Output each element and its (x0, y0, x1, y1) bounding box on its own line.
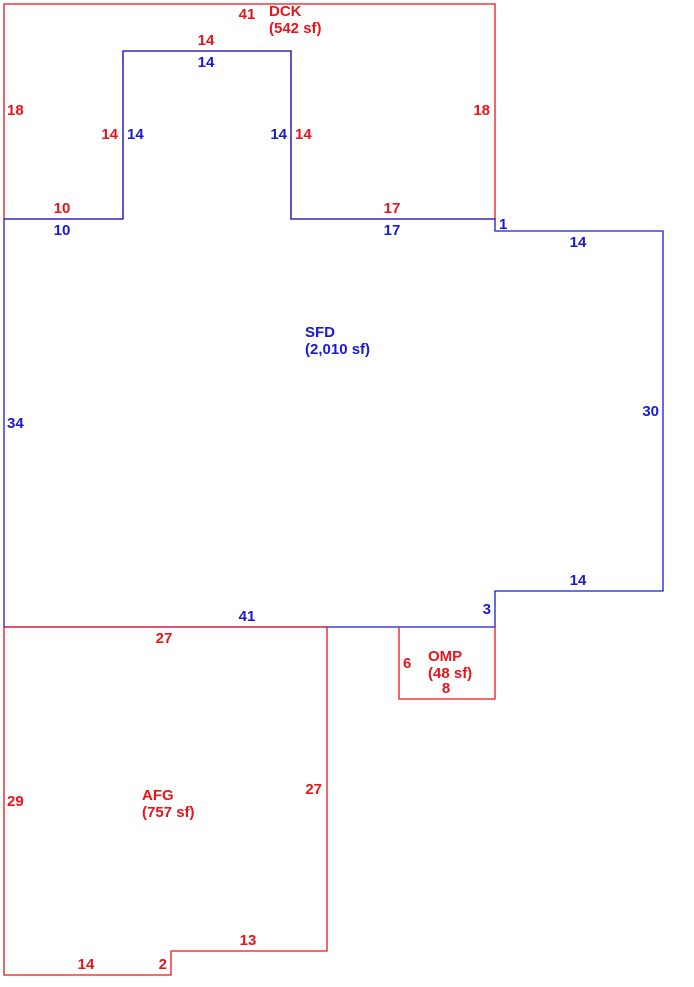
afg-right-dimension: 27 (305, 781, 322, 798)
sfd-step-bottom-dimension: 3 (483, 601, 491, 618)
dck-notch-right-dimension: 14 (295, 126, 312, 143)
dck-notch-top-dimension: 14 (198, 32, 215, 49)
sfd-bump-bottom-dimension: 14 (570, 572, 587, 589)
afg-area-size: (757 sf) (142, 804, 195, 821)
omp-area-size: (48 sf) (428, 665, 472, 682)
sfd-bottom-dimension: 41 (239, 608, 256, 625)
dck-bottom-right-dimension: 17 (384, 200, 401, 217)
afg-step-dimension: 2 (159, 956, 167, 973)
sfd-right-dimension: 30 (642, 403, 659, 420)
omp-area-name: OMP (428, 648, 462, 665)
afg-left-dimension: 29 (7, 793, 24, 810)
sfd-top-left-dimension: 10 (54, 222, 71, 239)
sfd-step-top-dimension: 1 (499, 216, 507, 233)
sfd-notch-top-dimension: 14 (198, 54, 215, 71)
dck-bottom-left-dimension: 10 (54, 200, 71, 217)
sfd-left-dimension: 34 (7, 415, 24, 432)
dck-area-name: DCK (269, 3, 302, 20)
sfd-area-name: SFD (305, 324, 335, 341)
afg-outline (3, 626, 328, 976)
sfd-notch-left-dimension: 14 (127, 126, 144, 143)
omp-bottom-dimension: 8 (442, 680, 450, 697)
omp-outline (398, 627, 496, 700)
dck-right-dimension: 18 (473, 102, 490, 119)
dck-notch-left-dimension: 14 (101, 126, 118, 143)
afg-bottom-left-dimension: 14 (78, 956, 95, 973)
afg-top-dimension: 27 (156, 630, 173, 647)
dck-left-dimension: 18 (7, 102, 24, 119)
afg-area-name: AFG (142, 787, 174, 804)
sfd-top-right-dimension: 17 (384, 222, 401, 239)
afg-bottom-right-dimension: 13 (240, 932, 257, 949)
dck-area-size: (542 sf) (269, 20, 322, 37)
omp-left-dimension: 6 (403, 655, 411, 672)
dck-top-dimension: 41 (239, 6, 256, 23)
dck-outline (3, 3, 496, 220)
sfd-bump-top-dimension: 14 (570, 234, 587, 251)
sfd-area-size: (2,010 sf) (305, 341, 370, 358)
sfd-notch-right-dimension: 14 (270, 126, 287, 143)
